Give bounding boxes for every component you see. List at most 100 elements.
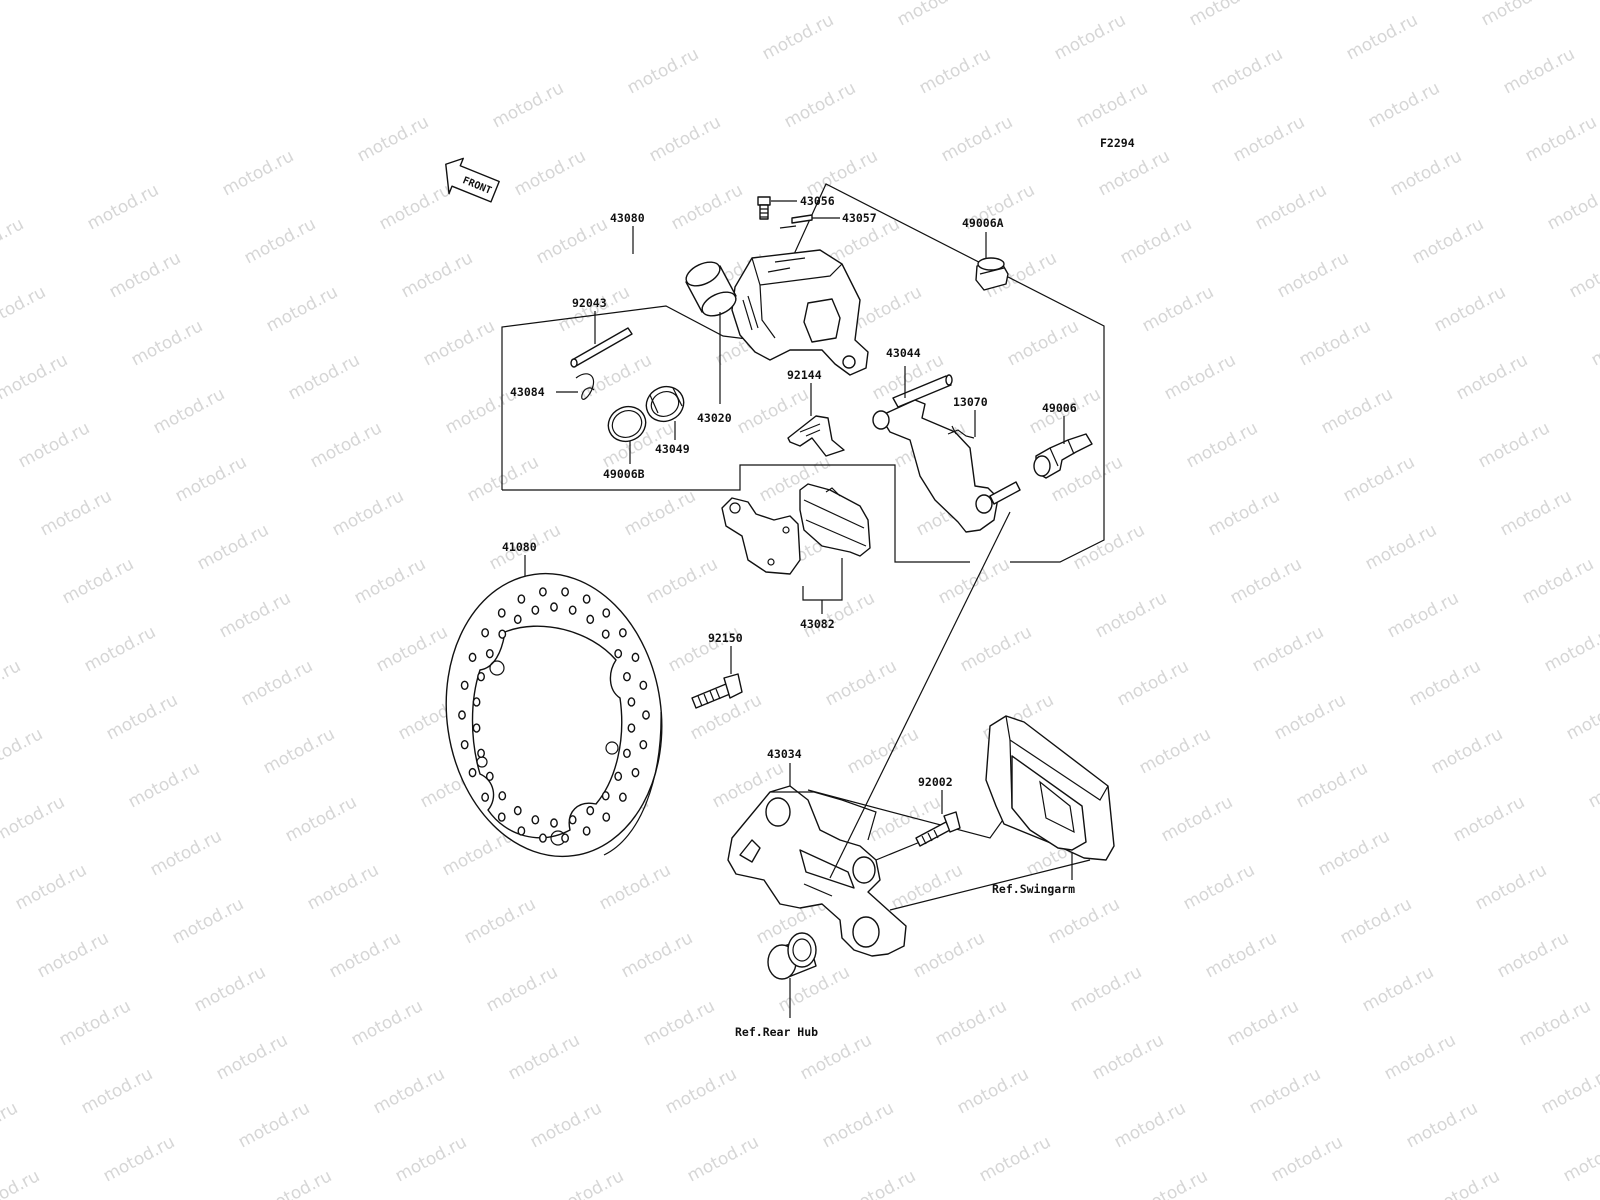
part-label-13070: 13070: [953, 395, 988, 409]
disc-vent-hole: [618, 628, 627, 638]
disc-vent-hole: [485, 648, 494, 659]
bolt-92002: [915, 811, 961, 847]
disc-vent-hole: [477, 748, 485, 758]
part-label-49006B: 49006B: [603, 467, 645, 481]
disc-vent-hole: [618, 792, 627, 802]
disc-vent-hole: [539, 833, 547, 843]
disc-vent-hole: [458, 710, 466, 720]
alignment-line-bracket: [829, 511, 1011, 879]
disc-vent-hole: [631, 767, 640, 778]
ref-rear-hub-label: Ref.Rear Hub: [735, 1025, 818, 1039]
disc-vent-hole: [623, 748, 631, 758]
disc-vent-hole: [586, 614, 595, 625]
disc-vent-hole: [642, 710, 650, 720]
part-label-43080: 43080: [610, 211, 645, 225]
disc-vent-hole: [513, 614, 522, 625]
disc-vent-hole: [601, 629, 610, 639]
disc-vent-hole: [481, 792, 490, 802]
brake-caliper-body: [731, 249, 869, 376]
rear-hub-collar-reference: [767, 932, 817, 980]
bolt-92150: [691, 673, 743, 709]
disc-vent-hole: [468, 652, 477, 663]
disc-vent-hole: [517, 826, 526, 836]
pin-92043: [570, 327, 633, 368]
part-label-43044: 43044: [886, 346, 921, 360]
boot-49006: [1033, 433, 1093, 479]
pad-spring-92144: [787, 415, 845, 457]
seal-49006B: [607, 405, 647, 443]
disc-vent-hole: [460, 680, 469, 691]
disc-vent-hole: [550, 602, 558, 612]
disc-vent-hole: [498, 791, 507, 801]
part-label-43082: 43082: [800, 617, 835, 631]
disc-vent-hole: [460, 739, 469, 750]
disc-vent-hole: [472, 723, 481, 733]
brake-pads-43082: [721, 483, 871, 575]
disc-vent-hole: [582, 594, 591, 604]
disc-vent-hole: [539, 587, 547, 597]
ref-swingarm-label: Ref.Swingarm: [992, 882, 1075, 896]
disc-vent-hole: [639, 739, 648, 750]
bleed-valve-43056: [757, 196, 771, 220]
disc-vent-hole: [614, 648, 623, 659]
piston-43020: [685, 261, 737, 317]
disc-vent-hole: [517, 594, 526, 604]
disc-vent-hole: [531, 815, 540, 825]
disc-vent-hole: [568, 605, 577, 615]
caliper-assembly-outline-lower: [502, 464, 970, 563]
boot-49006A: [975, 257, 1009, 291]
part-label-43056: 43056: [800, 194, 835, 208]
disc-vent-hole: [472, 697, 481, 707]
disc-vent-hole: [627, 697, 636, 707]
disc-vent-hole: [497, 812, 506, 822]
disc-vent-hole: [602, 812, 611, 822]
part-label-43084: 43084: [510, 385, 545, 399]
part-label-92043: 92043: [572, 296, 607, 310]
part-label-43020: 43020: [697, 411, 732, 425]
leader-43082: [802, 558, 843, 601]
part-label-43057: 43057: [842, 211, 877, 225]
part-label-92150: 92150: [708, 631, 743, 645]
disc-vent-hole: [586, 805, 595, 816]
disc-vent-hole: [582, 826, 591, 836]
disc-vent-hole: [485, 771, 494, 782]
disc-vent-hole: [513, 805, 522, 816]
disc-vent-hole: [561, 587, 569, 597]
diagram-code: F2294: [1100, 136, 1135, 150]
disc-vent-hole: [568, 815, 577, 825]
alignment-line-bolt: [875, 841, 921, 861]
part-label-92002: 92002: [918, 775, 953, 789]
brake-disc-41080: [445, 572, 663, 858]
front-arrow-icon: FRONT: [445, 157, 500, 203]
seal-43049: [645, 385, 685, 423]
disc-vent-hole: [497, 608, 506, 618]
alignment-line-swingarm-top: [807, 789, 1011, 839]
part-label-41080: 41080: [502, 540, 537, 554]
part-label-43034: 43034: [767, 747, 802, 761]
disc-vent-hole: [498, 629, 507, 639]
caliper-holder-43034: [727, 785, 907, 957]
part-label-49006A: 49006A: [962, 216, 1004, 230]
clip-43084: [575, 373, 595, 400]
disc-vent-hole: [639, 680, 648, 691]
disc-vent-hole: [614, 771, 623, 782]
part-label-92144: 92144: [787, 368, 822, 382]
clip-13070: [947, 425, 975, 439]
caliper-bracket-43044: [872, 374, 1021, 533]
disc-vent-hole: [561, 833, 569, 843]
disc-vent-hole: [531, 605, 540, 615]
disc-vent-hole: [631, 652, 640, 663]
disc-vent-hole: [601, 791, 610, 801]
disc-vent-hole: [477, 672, 485, 682]
part-label-43049: 43049: [655, 442, 690, 456]
brake-disc-vent-holes: [458, 587, 650, 843]
part-label-49006: 49006: [1042, 401, 1077, 415]
disc-vent-hole: [627, 723, 636, 733]
disc-vent-hole: [481, 628, 490, 638]
disc-vent-hole: [623, 672, 631, 682]
disc-vent-hole: [468, 767, 477, 778]
alignment-line-swingarm-bottom: [889, 859, 1091, 911]
